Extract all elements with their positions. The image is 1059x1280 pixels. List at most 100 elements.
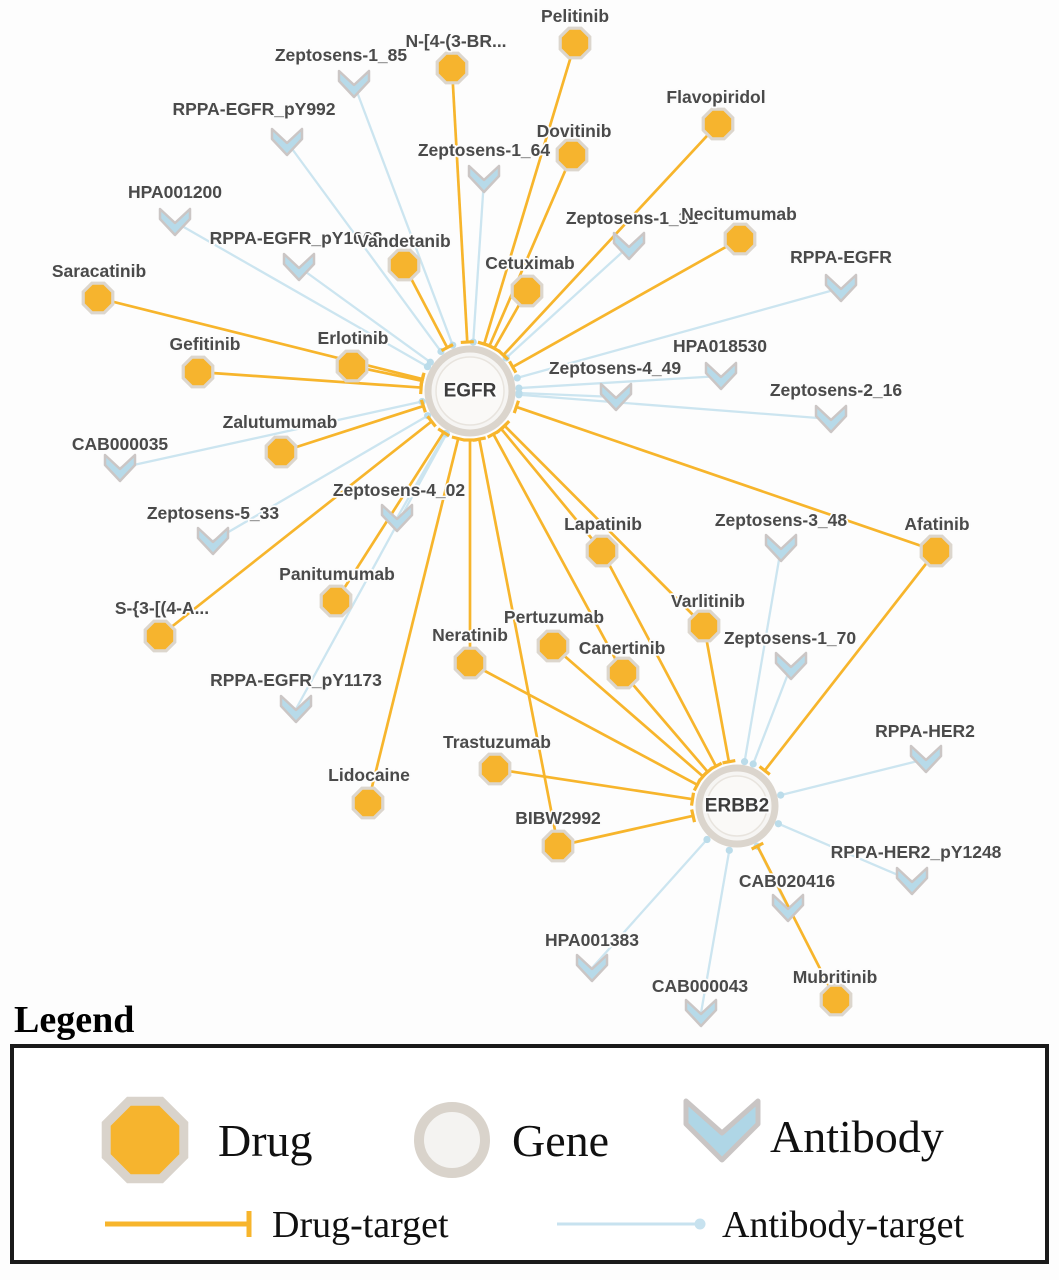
drug-target-edge (503, 424, 705, 627)
drug-target-edge (469, 661, 698, 786)
drug-target-tee (472, 436, 486, 442)
antibody-label: Zeptosens-1_31 (566, 208, 699, 228)
drug-target-edge (494, 767, 693, 801)
drug-target-edge (557, 814, 694, 848)
drug-node (435, 51, 469, 85)
antibody-target-edge (780, 757, 927, 797)
drug-label: Pertuzumab (504, 607, 604, 627)
drug-node (919, 534, 953, 568)
antibody-target-dot (774, 820, 782, 828)
antibody-target-edge (699, 850, 731, 1014)
drug-label: Canertinib (579, 638, 666, 658)
antibody-node (814, 404, 848, 434)
antibody-target-dot (513, 374, 521, 382)
drug-label: Cetuximab (485, 253, 574, 273)
antibody-icon (683, 1098, 761, 1163)
drug-node (558, 26, 592, 60)
drug-label: Neratinib (432, 625, 508, 645)
drug-target-edge (366, 438, 460, 804)
drug-target-edge (482, 42, 577, 345)
network-layer: Zeptosens-1_85RPPA-EGFR_pY992HPA001200RP… (50, 4, 1003, 1028)
antibody-node (575, 953, 609, 983)
legend-antibody-label: Antibody (770, 1111, 944, 1162)
drug-node (143, 619, 177, 653)
drug-label: Mubritinib (793, 967, 878, 987)
antibody-node (774, 651, 808, 681)
antibody-label: CAB000043 (652, 976, 749, 996)
antibody-target-edge (472, 178, 486, 343)
antibody-target-edge (743, 547, 783, 762)
antibody-label: HPA001200 (128, 182, 222, 202)
legend-drug-target-label: Drug-target (272, 1204, 449, 1246)
antibody-target-edge (777, 822, 913, 883)
antibody-label: Zeptosens-2_16 (770, 380, 903, 400)
antibody-node (337, 69, 371, 99)
drug-target-edge (492, 433, 625, 674)
drug-target-tee (426, 415, 437, 428)
antibody-node (380, 503, 414, 533)
drug-target-tee (750, 841, 764, 851)
antibody-node (909, 744, 943, 774)
antibody-target-edge (352, 83, 454, 346)
drug-label: Pelitinib (541, 6, 609, 26)
drug-label: Dovitinib (537, 121, 612, 141)
antibody-label: HPA001383 (545, 930, 639, 950)
antibody-label: RPPA-HER2 (875, 721, 975, 741)
antibody-target-dot (777, 791, 785, 799)
antibody-node (158, 207, 192, 237)
drug-target-tee (419, 374, 425, 388)
drug-target-tee (690, 809, 697, 823)
antibody-node (599, 382, 633, 412)
drug-node (264, 435, 298, 469)
antibody-label: CAB000035 (72, 434, 169, 454)
drug-target-tee (689, 792, 696, 806)
antibody-label: RPPA-EGFR_pY1068 (210, 228, 383, 248)
antibody-target-dot (515, 391, 523, 399)
drug-node (453, 646, 487, 680)
drug-target-tee (512, 400, 520, 414)
drug-target-edge (197, 370, 422, 389)
drug-label: Lapatinib (564, 514, 642, 534)
antibody-label: Zeptosens-1_85 (275, 45, 408, 65)
drug-target-edge (280, 404, 424, 454)
antibody-label: CAB020416 (739, 871, 836, 891)
drug-target-edge (621, 672, 709, 773)
drug-node (606, 656, 640, 690)
drug-node (81, 281, 115, 315)
drug-node (541, 829, 575, 863)
antibody-node (103, 453, 137, 483)
drug-label: Zalutumumab (223, 412, 338, 432)
drug-target-edge (159, 420, 433, 638)
drug-target-edge (763, 550, 938, 772)
antibody-target-edge (591, 838, 708, 969)
antibody-target-dot (725, 846, 733, 854)
antibody-target-edge (516, 286, 842, 380)
drug-target-tee (722, 758, 736, 765)
antibody-target-edge (752, 665, 793, 765)
antibody-target-edge (518, 391, 617, 399)
drug-target-tee (487, 343, 501, 354)
antibody-label: Zeptosens-4_49 (549, 358, 682, 378)
drug-target-tee (451, 435, 465, 442)
drug-target-tee (437, 427, 450, 438)
antibody-target-dot (740, 758, 749, 766)
drug-node (723, 222, 757, 256)
drug-node (181, 355, 215, 389)
antibody-node (764, 533, 798, 563)
drug-target-tee (508, 360, 518, 374)
antibody-target-edge (294, 433, 448, 710)
drug-label: S-{3-[(4-A... (115, 598, 209, 618)
antibody-label: Zeptosens-1_64 (418, 140, 551, 160)
drug-node (510, 274, 544, 308)
antibody-label: HPA018530 (673, 336, 767, 356)
antibody-target-edge (298, 266, 432, 364)
drug-target-edge (515, 405, 937, 553)
drug-target-tee (460, 340, 474, 345)
antibody-label: RPPA-HER2_pY1248 (831, 842, 1002, 862)
drug-label: Trastuzumab (443, 732, 551, 752)
drug-node (687, 609, 721, 643)
drug-target-tee (440, 343, 454, 353)
drug-label: Panitumumab (279, 564, 395, 584)
drug-label: Gefitinib (170, 334, 241, 354)
drug-target-tee (419, 399, 427, 413)
